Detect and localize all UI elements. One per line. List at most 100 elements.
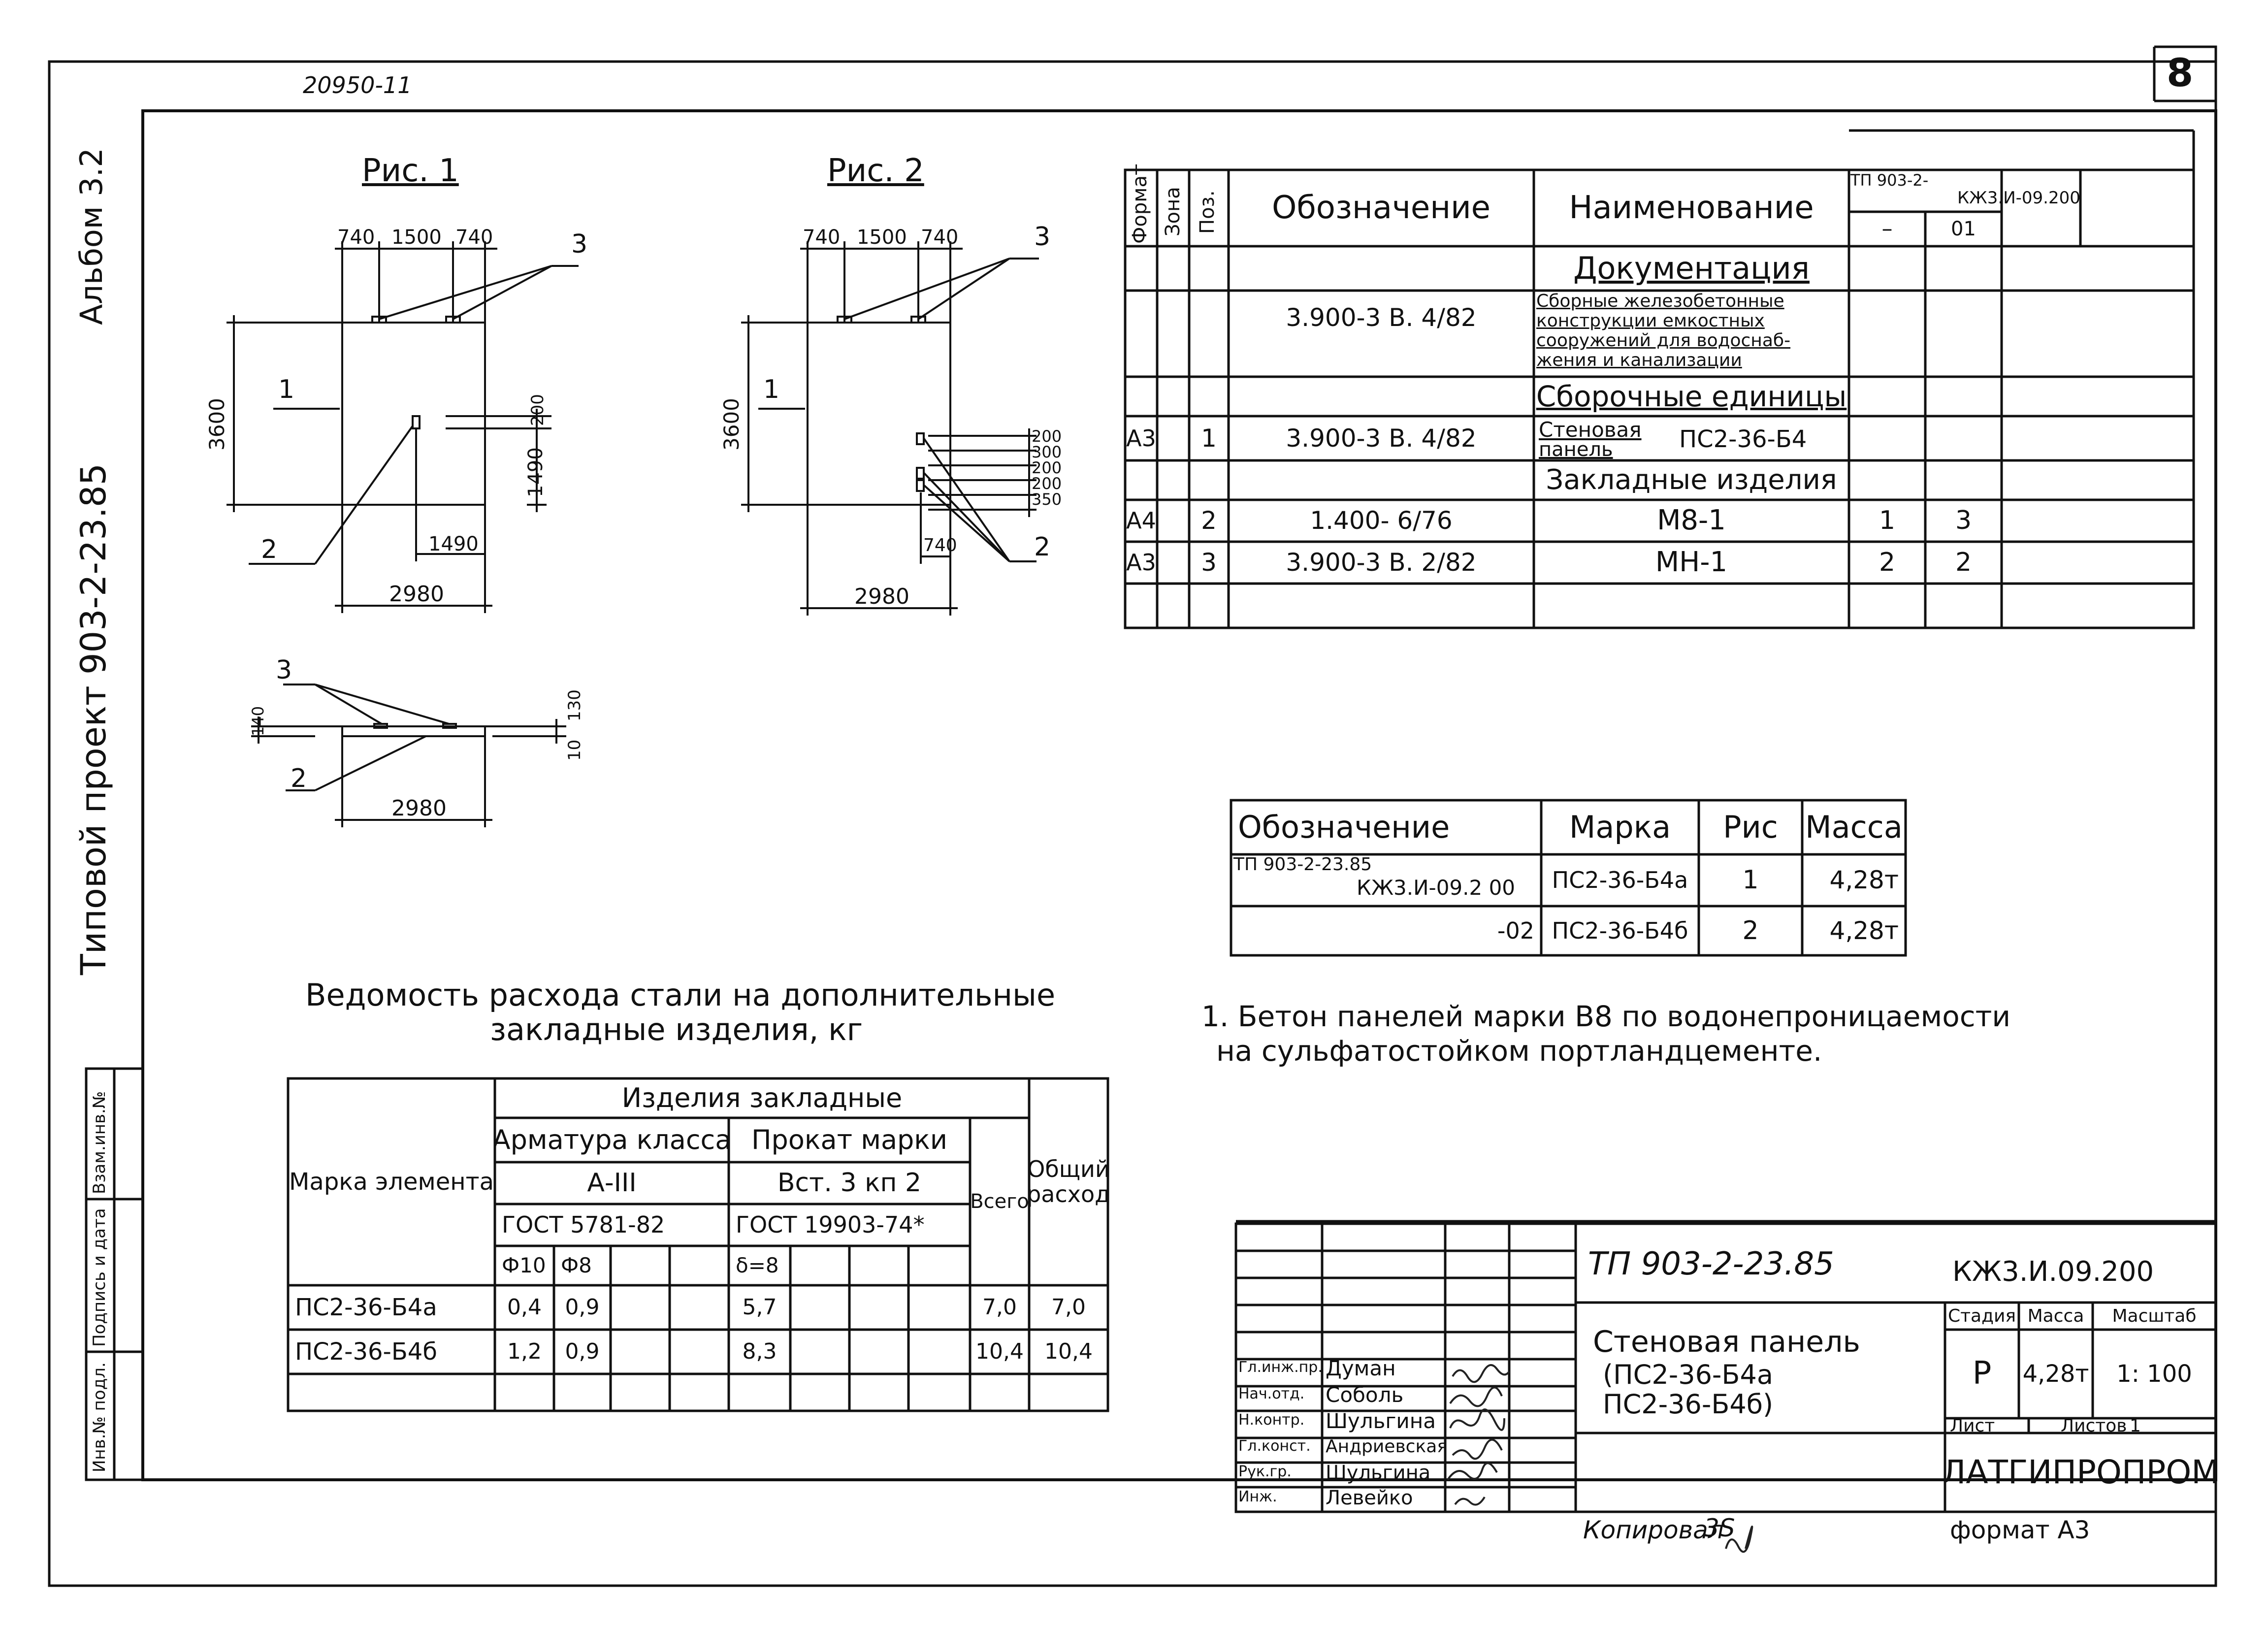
tb-staff-name-2: Соболь [1326,1383,1404,1407]
spec-doc-designation: 3.900-3 В. 4/82 [1286,303,1477,332]
steel-header-element-mark: Марка элемента [289,1168,494,1196]
steel-header-rolled-grade: Вст. 3 кп 2 [777,1168,922,1198]
fig2-callout-3: 3 [1034,222,1051,252]
steel-header-group: Изделия закладные [621,1082,903,1113]
marks-row2-fig: 2 [1742,915,1759,945]
tb-staff-name-4: Андриевская [1326,1436,1448,1457]
spec-item1-name: М8-1 [1657,504,1726,537]
marks-row1-designation-b: КЖ3.И-09.2 00 [1357,876,1516,900]
spec-item2-q1: 2 [1879,548,1896,578]
spec-section-docs: Документация [1573,250,1810,287]
tb-staff-name-5: Шульгина [1326,1462,1431,1484]
archive-number: 20950-11 [303,72,412,98]
fig2-right-dim-200c: 200 [1032,474,1062,493]
spec-unit-name-b: панель [1539,438,1613,461]
fig1-dim-1500: 1500 [391,226,442,249]
steel-row2-f8: 0,9 [565,1338,600,1364]
steel-sub-d8: δ=8 [736,1253,779,1277]
steel-row2-total: 10,4 [975,1338,1024,1364]
spec-item2-pos: 3 [1201,548,1217,577]
fig1-title: Рис. 1 [362,153,459,189]
steel-header-rebar-class: А-III [587,1168,637,1198]
spec-var-dash: – [1881,216,1893,241]
steel-row1-f10: 0,4 [507,1294,542,1320]
copied-by: Копировал [1583,1516,1724,1544]
spec-header-designation: Обозначение [1271,189,1491,226]
tb-organization: ЛАТГИПРОПРОМ [1945,1453,2216,1492]
steel-header-rolled-gost: ГОСТ 19903-74* [736,1211,925,1238]
tb-name-2: (ПС2-36-Б4а [1603,1359,1773,1390]
steel-sub-f8: Ф8 [561,1253,592,1277]
fig2-dim-740-right: 740 [921,226,959,249]
spec-unit-name-a: Стеновая [1539,418,1642,442]
spec-item1-q2: 3 [1955,506,1972,536]
tb-staff-role-5: Рук.гр. [1238,1463,1292,1480]
marks-row2-mark: ПС2-36-Б4б [1552,917,1688,944]
steel-row2-overall: 10,4 [1044,1338,1093,1364]
fig2-title: Рис. 2 [827,153,924,189]
steel-title-line-2: закладные изделия, кг [490,1011,863,1047]
marks-row1-mark: ПС2-36-Б4а [1552,867,1688,894]
tb-sheets-header: Листов [2061,1416,2127,1436]
tb-name-3: ПС2-36-Б4б) [1603,1389,1774,1420]
copied-by-sign: 3S [1704,1514,1735,1542]
steel-row1-d8: 5,7 [742,1294,777,1320]
section-dim-width: 2980 [391,796,447,821]
tb-scale-header: Масштаб [2112,1305,2197,1326]
fig2-right-dim-300: 300 [1032,443,1062,461]
section-dim-140: 140 [249,706,267,736]
spec-section-embedded: Закладные изделия [1546,463,1837,496]
marks-row2-mass: 4,28т [1829,916,1899,945]
spec-header-name: Наименование [1569,189,1814,226]
tb-staff-name-6: Левейко [1326,1487,1413,1509]
spec-item2-name: МН-1 [1655,546,1728,579]
marks-row2-designation-b: -02 [1497,917,1534,944]
spec-unit-format: А3 [1126,424,1156,452]
steel-row1-f8: 0,9 [565,1294,600,1320]
project-label: Типовой проект 903-2-23.85 [73,463,114,975]
spec-section-units: Сборочные единицы [1536,379,1847,413]
section-dim-130: 130 [565,689,584,721]
spec-item2-format: А3 [1126,549,1156,576]
note-line-1: 1. Бетон панелей марки В8 по водонепрони… [1201,1000,2011,1033]
marks-header-mass: Масса [1805,809,1903,846]
tb-project: ТП 903-2-23.85 [1588,1246,1834,1282]
marks-row1-mass: 4,28т [1829,866,1899,895]
spec-unit-pos: 1 [1201,424,1217,453]
tb-mass: 4,28т [2022,1360,2089,1388]
steel-row2-d8: 8,3 [742,1338,777,1364]
spec-unit-designation: 3.900-3 В. 4/82 [1286,424,1477,453]
fig2-dim-740-left: 740 [803,226,841,249]
fig2-dim-height: 3600 [719,398,744,451]
steel-row1-total: 7,0 [982,1294,1017,1320]
spec-item1-pos: 2 [1201,506,1217,535]
spec-doc-code2: КЖ3.И-09.200 [1957,188,2080,208]
fig2-right-dim-350: 350 [1032,490,1062,509]
spec-item1-format: А4 [1126,507,1156,534]
fig2-right-dim-200b: 200 [1032,458,1062,477]
album-label: Альбом 3.2 [73,148,109,325]
marks-row1-fig: 1 [1742,865,1759,895]
fig2-right-dim-200a: 200 [1032,427,1062,446]
tb-code: КЖ3.И.09.200 [1952,1256,2154,1288]
tb-scale: 1: 100 [2116,1360,2192,1388]
steel-header-rolled: Прокат марки [751,1124,948,1155]
steel-header-rebar: Арматура класса [495,1124,729,1155]
tb-staff-role-1: Гл.инж.пр. [1238,1359,1323,1376]
spec-unit-mark: ПС2-36-Б4 [1679,425,1807,453]
tb-staff-role-4: Гл.конст. [1238,1437,1311,1455]
steel-sub-f10: Ф10 [502,1253,546,1277]
fig1-dim-200: 200 [528,394,548,426]
spec-header-pos: Поз. [1196,190,1219,234]
note-line-2: на сульфатостойком портландцементе. [1216,1034,1822,1068]
tb-staff-role-2: Нач.отд. [1238,1385,1305,1402]
tb-name-1: Стеновая панель [1593,1325,1860,1359]
steel-row1-mark: ПС2-36-Б4а [295,1293,437,1321]
marks-header-mark: Марка [1569,809,1671,846]
spec-doc-name: Сборные железобетонные конструкции емкос… [1536,291,1791,370]
tb-staff-name-3: Шульгина [1326,1409,1436,1433]
marks-row1-designation-a: ТП 903-2-23.85 [1233,854,1372,875]
stamp-signature-date: Подпись и дата [90,1208,109,1347]
sheet-format: формат А3 [1950,1516,2090,1544]
